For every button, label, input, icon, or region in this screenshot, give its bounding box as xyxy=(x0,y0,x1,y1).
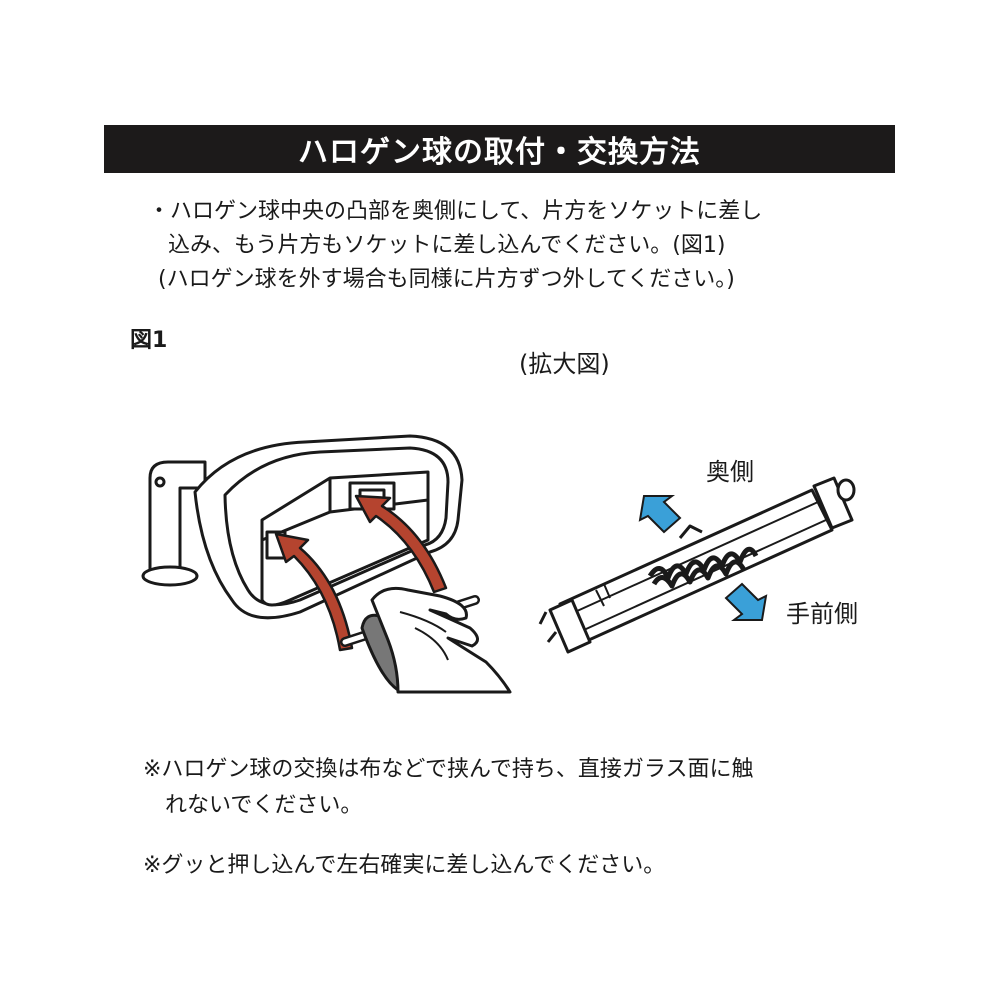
instruction-line: 込み、もう片方もソケットに差し込んでください。(図1) xyxy=(168,233,726,258)
instructions: ・ハロゲン球中央の凸部を奥側にして、片方をソケットに差し 込み、もう片方もソケッ… xyxy=(148,195,762,297)
lamp-fixture-illustration xyxy=(141,434,464,620)
note-line: ※ハロゲン球の交換は布などで挟んで持ち、直接ガラス面に触 xyxy=(143,757,754,782)
front-side-label: 手前側 xyxy=(786,600,858,628)
figure-label: 図1 xyxy=(130,328,168,353)
title-bar: ハロゲン球の取付・交換方法 xyxy=(104,125,895,173)
hand-illustration xyxy=(340,586,512,694)
note-line: れないでください。 xyxy=(165,793,363,818)
zoom-label: (拡大図) xyxy=(519,350,610,378)
insertion-arrows xyxy=(274,494,448,652)
notes: ※ハロゲン球の交換は布などで挟んで持ち、直接ガラス面に触 れないでください。 ※… xyxy=(143,752,753,884)
page-title: ハロゲン球の取付・交換方法 xyxy=(298,135,701,170)
direction-arrows xyxy=(638,495,768,621)
instruction-line: (ハロゲン球を外す場合も同様に片方ずつ外してください。) xyxy=(158,267,735,292)
instruction-line: ・ハロゲン球中央の凸部を奥側にして、片方をソケットに差し xyxy=(148,199,763,224)
halogen-bulb-illustration xyxy=(538,476,856,654)
note-line: ※グッと押し込んで左右確実に差し込んでください。 xyxy=(143,853,666,878)
back-side-label: 奥側 xyxy=(706,458,754,486)
